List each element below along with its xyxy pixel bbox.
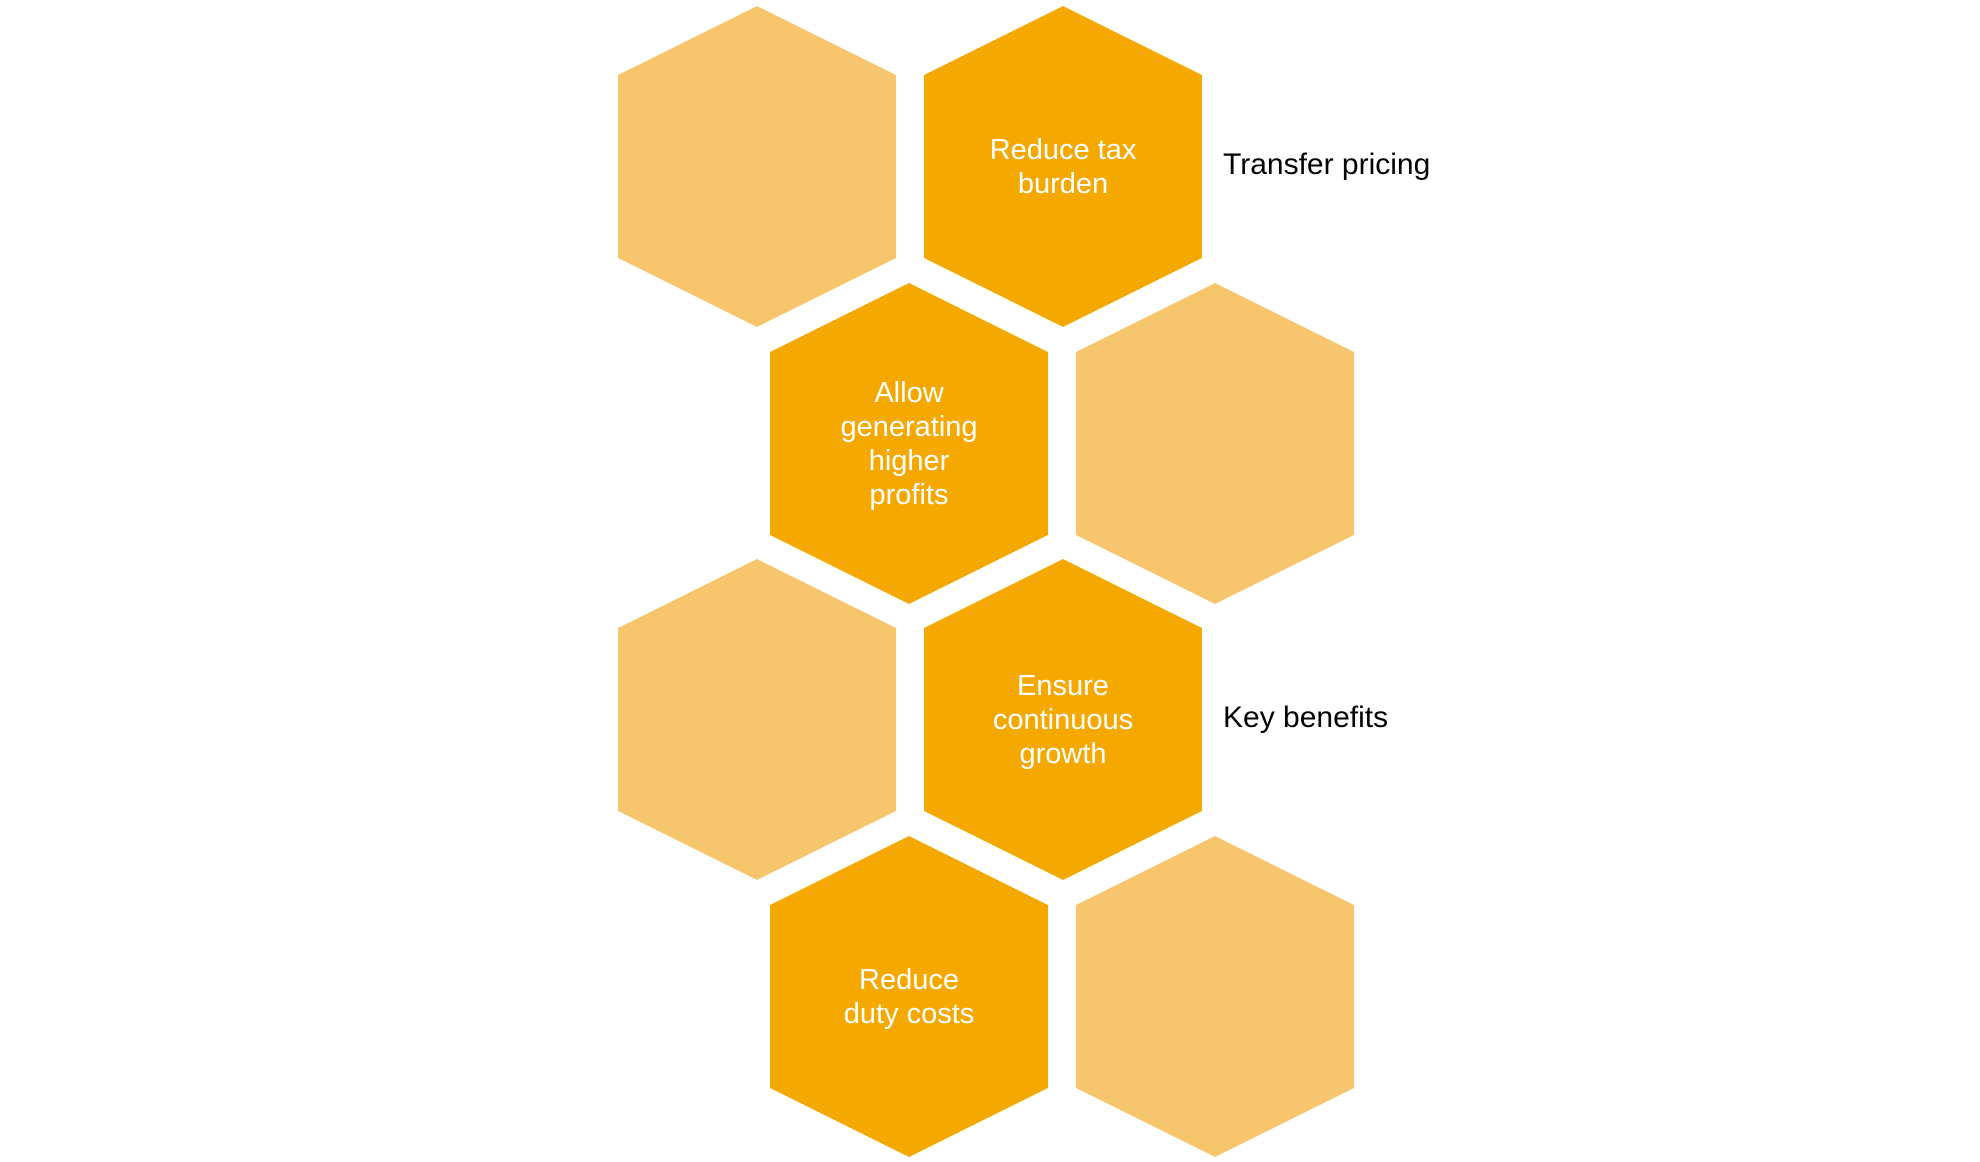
hexagon-text: Reduce tax burden	[989, 133, 1137, 200]
label-transfer-pricing: Transfer pricing	[1223, 148, 1431, 181]
hexagon-text: Reduce duty costs	[843, 963, 975, 1030]
hexagon-text: Allow generating higher profits	[840, 376, 978, 511]
hexagon-decorative-r2c2	[1076, 283, 1354, 604]
hexagon-reduce-tax-burden: Reduce tax burden	[924, 6, 1202, 327]
hexagon-text: Ensure continuous growth	[992, 669, 1134, 770]
hexagon-allow-higher-profits: Allow generating higher profits	[770, 283, 1048, 604]
hexagon-decorative-r4c2	[1076, 836, 1354, 1157]
hexagon-decorative-r3c1	[618, 559, 896, 880]
hexagon-decorative-r1c1	[618, 6, 896, 327]
hexagon-ensure-growth: Ensure continuous growth	[924, 559, 1202, 880]
hexagon-reduce-duty-costs: Reduce duty costs	[770, 836, 1048, 1157]
label-key-benefits: Key benefits	[1223, 701, 1389, 734]
